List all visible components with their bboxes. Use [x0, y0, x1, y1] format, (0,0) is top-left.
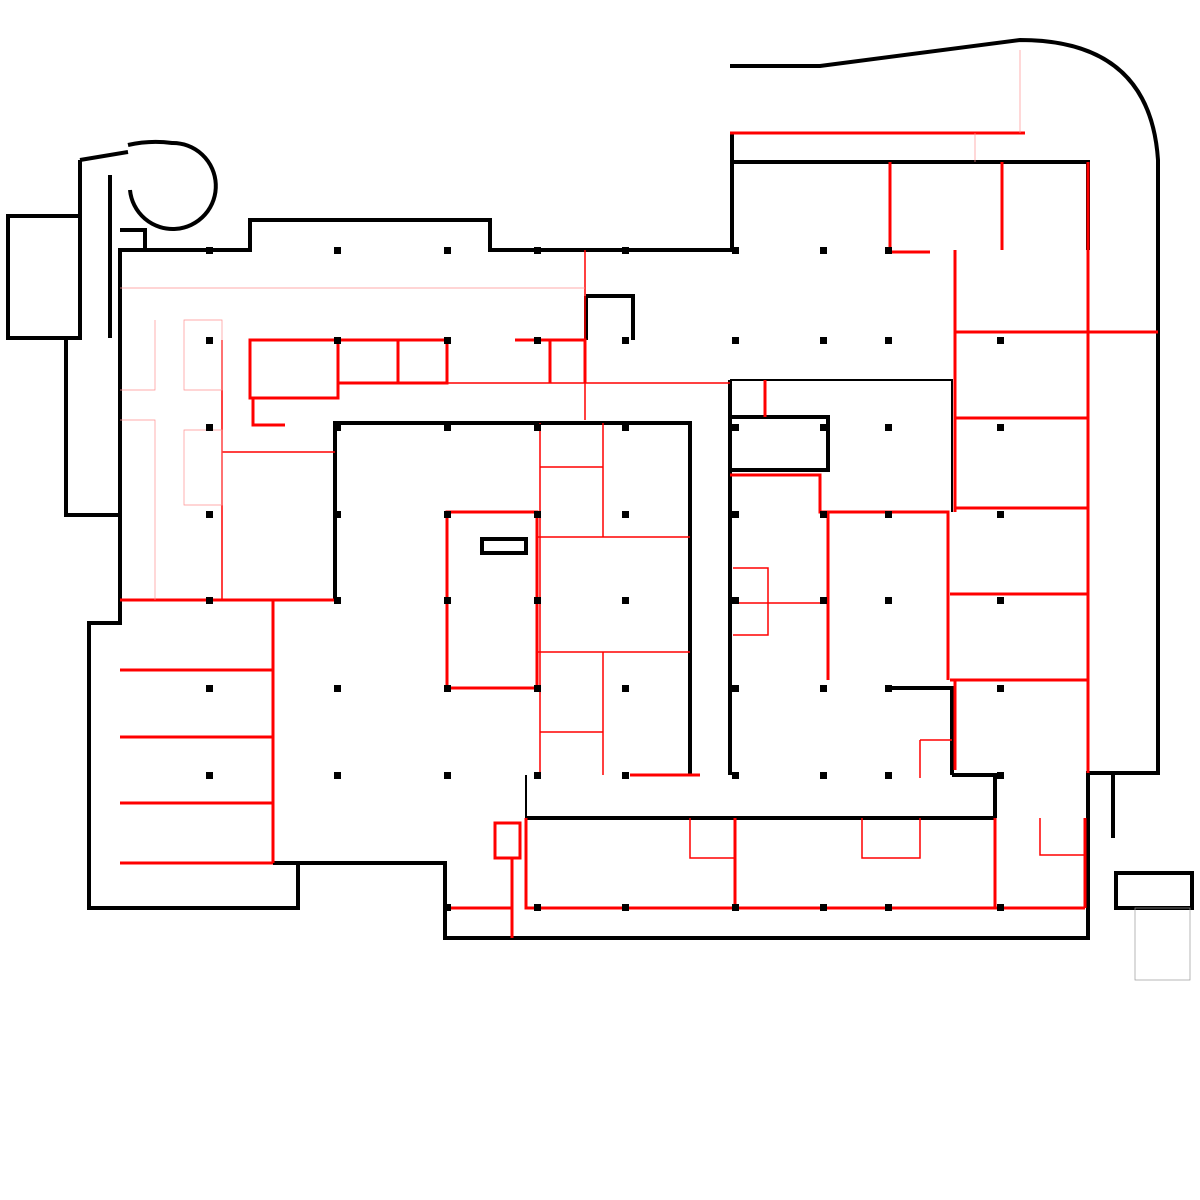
column: [206, 772, 213, 779]
column: [885, 597, 892, 604]
column: [732, 597, 739, 604]
column: [534, 597, 541, 604]
column: [534, 772, 541, 779]
column: [334, 247, 341, 254]
outer-walls: [6, 37, 1194, 981]
column: [334, 685, 341, 692]
column: [997, 772, 1004, 779]
column: [732, 904, 739, 911]
column: [622, 772, 629, 779]
light-lines: [120, 50, 1021, 600]
column: [997, 685, 1004, 692]
column: [820, 685, 827, 692]
column: [885, 685, 892, 692]
column: [885, 511, 892, 518]
column: [885, 247, 892, 254]
column: [820, 247, 827, 254]
column: [444, 247, 451, 254]
column: [622, 597, 629, 604]
column: [334, 772, 341, 779]
column: [444, 685, 451, 692]
column: [885, 337, 892, 344]
column: [206, 685, 213, 692]
column: [622, 337, 629, 344]
column: [534, 685, 541, 692]
column: [534, 424, 541, 431]
column: [732, 424, 739, 431]
column: [444, 904, 451, 911]
column: [885, 424, 892, 431]
column: [885, 904, 892, 911]
column: [206, 511, 213, 518]
column: [334, 597, 341, 604]
column: [997, 424, 1004, 431]
structural-columns: [206, 247, 1004, 911]
column: [622, 904, 629, 911]
column: [997, 511, 1004, 518]
column: [206, 424, 213, 431]
column: [444, 597, 451, 604]
column: [444, 511, 451, 518]
column: [444, 337, 451, 344]
column: [820, 511, 827, 518]
column: [444, 424, 451, 431]
column: [534, 511, 541, 518]
column: [622, 424, 629, 431]
column: [334, 337, 341, 344]
column: [534, 904, 541, 911]
column: [820, 337, 827, 344]
column: [334, 424, 341, 431]
column: [534, 337, 541, 344]
column: [820, 424, 827, 431]
column: [997, 597, 1004, 604]
column: [206, 597, 213, 604]
column: [206, 337, 213, 344]
column: [732, 772, 739, 779]
interior-walls: [273, 379, 997, 908]
column: [732, 337, 739, 344]
column: [622, 247, 629, 254]
column: [997, 904, 1004, 911]
column: [334, 511, 341, 518]
column: [732, 511, 739, 518]
column: [444, 772, 451, 779]
column: [997, 337, 1004, 344]
column: [732, 247, 739, 254]
column: [732, 685, 739, 692]
column: [820, 597, 827, 604]
column: [622, 511, 629, 518]
column: [534, 247, 541, 254]
column: [622, 685, 629, 692]
column: [206, 247, 213, 254]
column: [820, 772, 827, 779]
column: [820, 904, 827, 911]
column: [885, 772, 892, 779]
